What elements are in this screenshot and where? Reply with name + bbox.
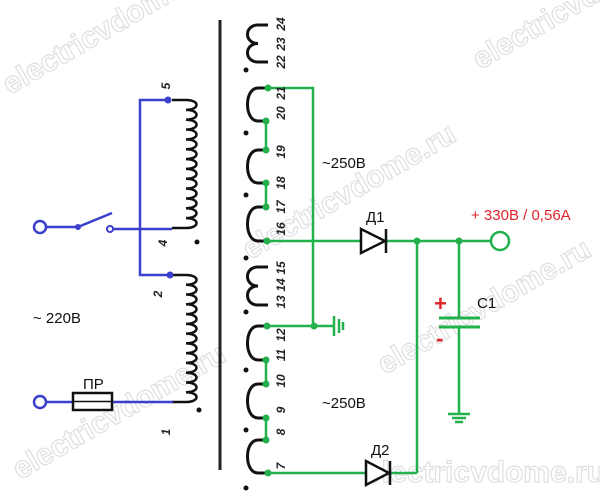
polarity-dot <box>194 239 200 245</box>
upper-secondary-voltage-label: ~250В <box>322 155 366 172</box>
watermark: electricvdome.ru <box>0 0 221 101</box>
input-terminal-bottom <box>32 394 48 410</box>
pin-label: 1 <box>159 428 173 435</box>
pin-label: 24 <box>274 17 288 32</box>
diode-d2 <box>364 458 392 488</box>
pin-label: 16 <box>274 222 288 236</box>
polarity-dot <box>243 255 249 261</box>
pin-label: 11 <box>274 348 288 361</box>
winding-20-21 <box>246 86 268 123</box>
watermark: electricvdome.ru <box>237 117 461 266</box>
fuse-label: ПР <box>83 376 104 393</box>
pin-label: 7 <box>274 461 288 469</box>
winding-22-24 <box>246 23 268 64</box>
pin2-junction <box>166 271 174 279</box>
switch-contact <box>106 225 114 233</box>
pin-label: 21 <box>274 86 288 101</box>
polarity-dot <box>243 130 249 136</box>
pin-label: 15 <box>274 261 288 275</box>
polarity-dot <box>243 192 249 198</box>
diode2-label: Д2 <box>371 442 390 459</box>
diode-d1 <box>359 226 388 256</box>
watermarks: electricvdome.ru electricvdome.ru electr… <box>0 0 600 490</box>
pin-label: 19 <box>274 145 288 159</box>
pin-label: 8 <box>274 428 288 435</box>
pin-label: 23 <box>274 37 288 52</box>
input-voltage-label: ~ 220В <box>33 310 81 327</box>
winding-13-15 <box>246 265 268 307</box>
pin-label: 10 <box>274 374 288 388</box>
primary-wiring <box>46 98 173 404</box>
windings <box>172 23 268 491</box>
switch-pivot <box>75 224 81 230</box>
pin-label: 4 <box>156 239 170 247</box>
switch-blade <box>77 211 113 229</box>
pin-label: 5 <box>159 82 173 89</box>
polarity-dot <box>196 407 202 413</box>
pin-label: 14 <box>274 278 288 292</box>
cap-minus-sign: - <box>436 326 443 351</box>
polarity-dot <box>243 67 249 73</box>
pin-label: 2 <box>151 290 165 298</box>
capacitor-label: C1 <box>477 295 496 312</box>
pin-label: 9 <box>274 406 288 413</box>
watermark: electricvdome.ru <box>467 0 600 76</box>
input-terminal-top <box>32 219 48 235</box>
polarity-dot <box>243 485 249 491</box>
polarity-dot <box>243 367 249 373</box>
output-voltage-label: + 330В / 0,56А <box>471 207 571 224</box>
polarity-dot <box>243 427 249 433</box>
pin-label: 22 <box>274 55 288 70</box>
pin-label: 18 <box>274 176 288 190</box>
pin-label: 17 <box>274 199 288 214</box>
lower-secondary-voltage-label: ~250В <box>322 395 366 412</box>
primary-winding-4-5 <box>172 98 198 230</box>
pin-label: 20 <box>274 106 288 121</box>
winding-11-12 <box>246 324 268 362</box>
pin5-junction <box>164 96 172 104</box>
pin-label: 12 <box>274 328 288 342</box>
winding-7-8 <box>246 438 268 475</box>
secondary-wiring <box>264 86 491 475</box>
primary-winding-1-2 <box>172 273 198 404</box>
output-terminal <box>489 230 511 252</box>
pin-label: 13 <box>274 295 288 309</box>
winding-9-10 <box>246 382 268 420</box>
polarity-dot <box>243 309 249 315</box>
cap-plus-sign: + <box>434 291 447 316</box>
winding-16-17 <box>246 205 268 243</box>
winding-18-19 <box>246 148 268 185</box>
diode1-label: Д1 <box>366 209 385 226</box>
